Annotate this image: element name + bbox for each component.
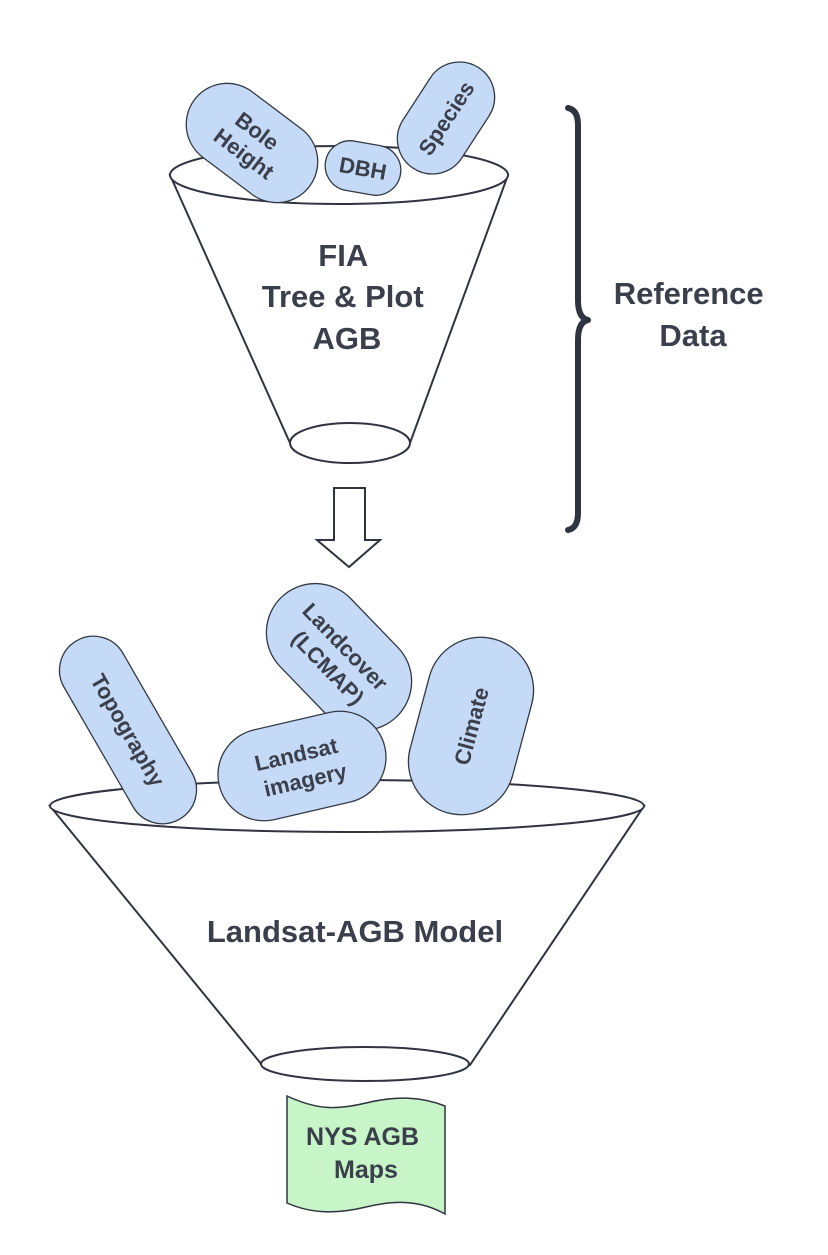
pill-dbh: DBH [324,140,402,196]
pill-species-shape [396,61,496,175]
reference-funnel-label: FIA Tree & Plot AGB [262,238,433,356]
pill-landsat-imagery-shape [217,710,387,822]
pill-species: Species [396,61,496,175]
pill-climate: Climate [407,636,535,816]
pill-dbh-shape [324,140,402,196]
output-maps-line-1: NYS AGB [306,1123,419,1151]
reference-funnel: FIA Tree & Plot AGB [168,145,510,464]
reference-data-label: Reference Data [614,276,773,353]
pill-bole-height-shape [185,82,319,204]
output-maps-label: NYS AGB Maps [306,1123,426,1184]
pill-landcover-shape [265,582,413,732]
output-maps-line-2: Maps [334,1156,398,1184]
pill-topography-shape [58,635,198,825]
output-maps: NYS AGB Maps [286,1094,446,1216]
model-funnel-label: Landsat-AGB Model [207,914,503,949]
reference-data-line-2: Data [659,318,727,353]
pill-landcover: Landcover (LCMAP) [265,582,413,732]
reference-funnel-spout [289,422,411,464]
reference-funnel-line-2: Tree & Plot [262,279,424,314]
reference-data-bracket [565,105,591,533]
reference-funnel-line-1: FIA [318,238,368,273]
model-funnel-spout [260,1046,470,1082]
pill-climate-shape [407,636,535,816]
pill-topography: Topography [58,635,198,825]
reference-data-line-1: Reference [614,276,764,311]
pill-bole-height: Bole Height [185,82,319,204]
pill-landsat-imagery: Landsat imagery [217,710,387,822]
model-funnel: Landsat-AGB Model [47,779,646,1082]
reference-funnel-line-3: AGB [313,321,382,356]
down-arrow-icon [314,487,383,569]
output-maps-shape [286,1094,446,1216]
